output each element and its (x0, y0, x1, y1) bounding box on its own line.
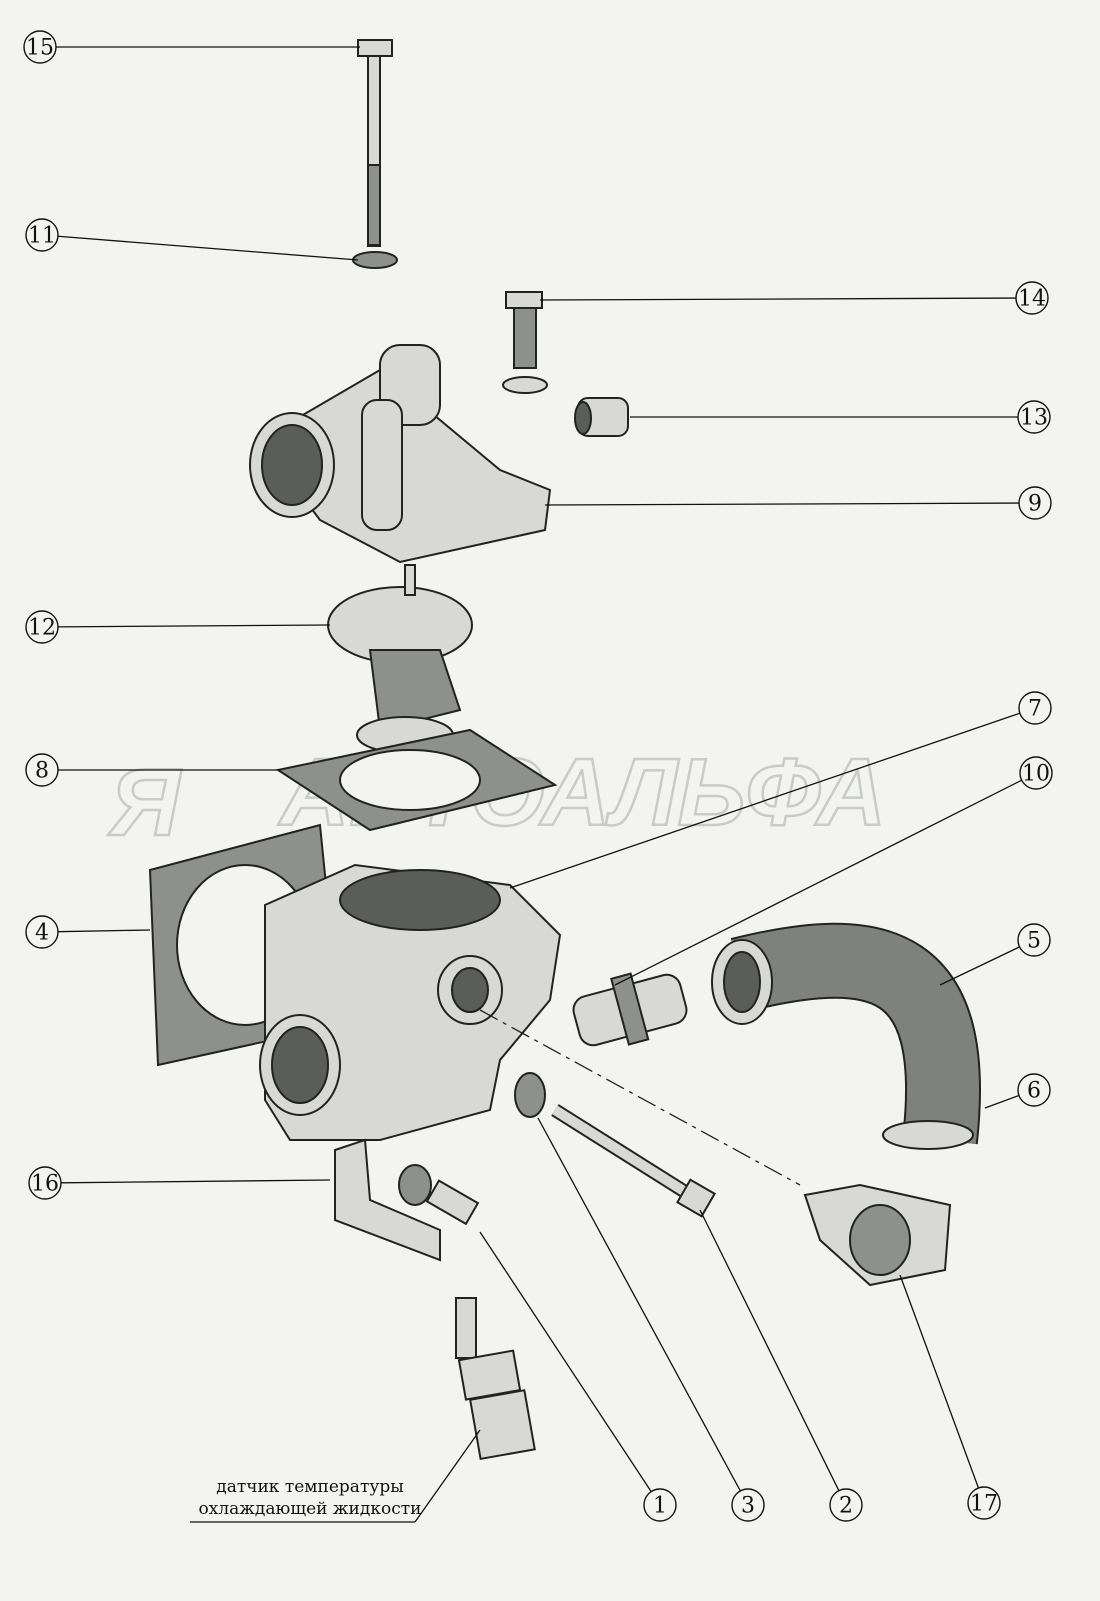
callout-2: 2 (699, 1209, 863, 1522)
callout-17: 17 (899, 1274, 1001, 1520)
callout-circle (1018, 691, 1052, 725)
leader-line (537, 1117, 741, 1492)
callout-number: 3 (741, 1494, 755, 1519)
callout-13: 13 (630, 400, 1051, 434)
part-6-clamp (882, 1120, 974, 1150)
callout-number: 11 (28, 224, 56, 249)
callout-number: 10 (1022, 762, 1050, 787)
part-7-thermostat-housing (259, 863, 562, 1141)
callout-14: 14 (539, 281, 1049, 315)
leader-line (479, 1231, 652, 1493)
leader-line (939, 946, 1020, 986)
callout-circle (25, 610, 59, 644)
callout-10: 10 (614, 756, 1053, 986)
assembly-axis-line (479, 1009, 801, 1186)
callout-8: 8 (25, 753, 280, 787)
part-2-bolt (551, 1104, 716, 1218)
part-9-housing-cover (249, 344, 552, 564)
callout-circle (28, 1166, 62, 1200)
callout-1: 1 (479, 1231, 677, 1522)
callout-9: 9 (544, 486, 1052, 520)
part-5-hose (711, 922, 982, 1145)
leader-line (984, 1094, 1020, 1109)
callout-circle (829, 1488, 863, 1522)
callout-4: 4 (25, 915, 151, 949)
callout-number: 8 (35, 759, 49, 784)
callout-circle (967, 1486, 1001, 1520)
caption-line-1: датчик температуры (216, 1477, 404, 1497)
leader-line (509, 712, 1021, 889)
callout-number: 4 (35, 921, 49, 946)
callout-number: 12 (28, 616, 56, 641)
callout-circle (25, 753, 59, 787)
callout-number: 14 (1018, 287, 1046, 312)
callout-circle (25, 915, 59, 949)
sensor-caption: датчик температуры охлаждающей жидкости (190, 1476, 430, 1520)
callout-number: 1 (653, 1494, 667, 1519)
callout-11: 11 (25, 218, 359, 261)
callout-circle (1017, 400, 1051, 434)
leader-line (699, 1209, 840, 1491)
coolant-temperature-sensor (455, 1297, 536, 1461)
callout-number: 13 (1020, 406, 1048, 431)
callout-circle (1019, 756, 1053, 790)
callout-12: 12 (25, 610, 331, 644)
part-13-plug (574, 397, 629, 437)
part-11-washer (352, 251, 398, 269)
leader-line (544, 502, 1020, 506)
callout-circle (23, 30, 57, 64)
callout-number: 2 (839, 1494, 853, 1519)
part-1-bolt-with-washer (398, 1164, 480, 1226)
watermark-logo: Я (107, 749, 182, 856)
part-14-bolt (502, 291, 548, 394)
part-15-long-bolt (357, 39, 393, 247)
callout-number: 5 (1027, 929, 1041, 954)
caption-line-2: охлаждающей жидкости (198, 1499, 422, 1519)
leader-line (60, 1179, 331, 1184)
callout-15: 15 (23, 30, 360, 64)
leader-line (57, 624, 331, 628)
callout-6: 6 (984, 1073, 1051, 1109)
callout-number: 17 (970, 1492, 998, 1517)
callout-circle (25, 218, 59, 252)
callout-circle (1017, 923, 1051, 957)
part-16-bracket (334, 1138, 441, 1262)
part-17-elbow-fitting (803, 1183, 952, 1287)
leader-line (57, 929, 151, 933)
callout-3: 3 (537, 1117, 765, 1522)
callout-circle (731, 1488, 765, 1522)
callout-number: 6 (1027, 1079, 1041, 1104)
callout-circle (1017, 1073, 1051, 1107)
caption-leader-line (414, 1429, 481, 1523)
part-8-gasket (275, 728, 558, 832)
leader-line (899, 1274, 980, 1489)
part-10-fitting (572, 972, 688, 1047)
callout-16: 16 (28, 1166, 331, 1200)
callout-number: 9 (1028, 492, 1042, 517)
part-3-washer (514, 1072, 546, 1118)
callout-5: 5 (939, 923, 1051, 986)
leader-line (539, 297, 1017, 301)
callout-number: 7 (1028, 697, 1042, 722)
callout-number: 15 (26, 36, 54, 61)
leader-line (57, 235, 359, 261)
part-12-thermostat (327, 564, 473, 754)
callout-circle (1015, 281, 1049, 315)
callout-7: 7 (509, 691, 1052, 889)
callout-number: 16 (31, 1172, 59, 1197)
callout-circle (643, 1488, 677, 1522)
leader-line (614, 779, 1023, 986)
callout-circle (1018, 486, 1052, 520)
